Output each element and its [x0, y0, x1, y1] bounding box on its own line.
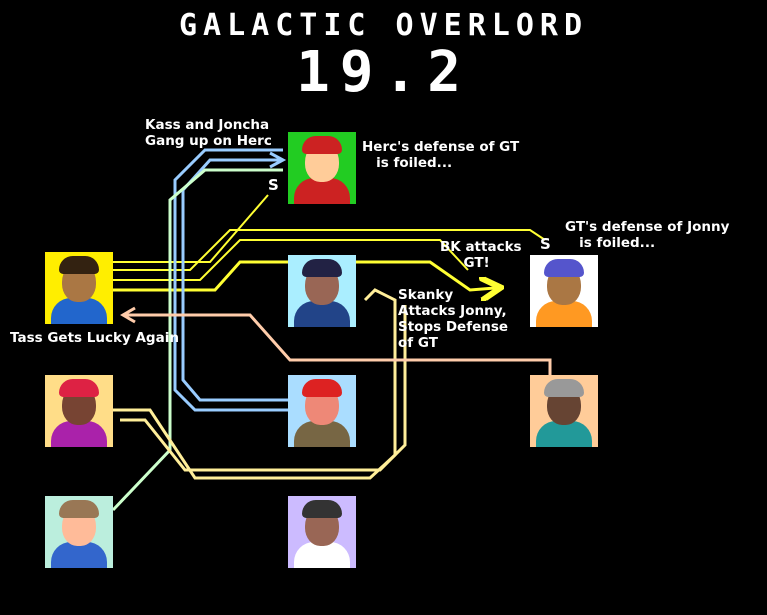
- note-tass-lucky: Tass Gets Lucky Again: [10, 330, 179, 346]
- portrait-officer[interactable]: [45, 496, 113, 568]
- line-jonny-to-mid: [113, 229, 546, 271]
- s-badge-herc: S: [268, 176, 279, 194]
- note-skanky: Skanky Attacks Jonny, Stops Defense of G…: [398, 287, 509, 351]
- diagram-number: 19.2: [296, 40, 471, 105]
- portrait-bandana[interactable]: [288, 375, 356, 447]
- note-kass-joncha: Kass and Joncha Gang up on Herc: [145, 117, 272, 149]
- note-bk-attacks: BK attacks GT!: [440, 239, 522, 271]
- line-peach-to-tass: [125, 313, 552, 375]
- portrait-skanky[interactable]: [530, 375, 598, 447]
- line-jonny-to-herc: [113, 194, 269, 263]
- portrait-center-top[interactable]: [288, 255, 356, 327]
- portrait-jonny[interactable]: [45, 252, 113, 324]
- s-badge-gt: S: [540, 235, 551, 253]
- portrait-herc[interactable]: [288, 132, 356, 204]
- note-herc-foiled: Herc's defense of GT is foiled...: [362, 139, 520, 171]
- portrait-gt[interactable]: [530, 255, 598, 327]
- line-officer-to-herc: [111, 168, 283, 512]
- line-bandana-to-herc: [181, 158, 288, 402]
- portrait-tass[interactable]: [45, 375, 113, 447]
- line-tass-loop-2: [120, 305, 407, 472]
- line-bandana-to-herc-2: [173, 148, 288, 412]
- diagram-title: GALACTIC OVERLORD: [178, 8, 589, 43]
- note-gt-foiled: GT's defense of Jonny is foiled...: [565, 219, 730, 251]
- portrait-bottom-center[interactable]: [288, 496, 356, 568]
- line-herc-arrow: [269, 151, 287, 169]
- line-peach-arrow: [120, 306, 136, 324]
